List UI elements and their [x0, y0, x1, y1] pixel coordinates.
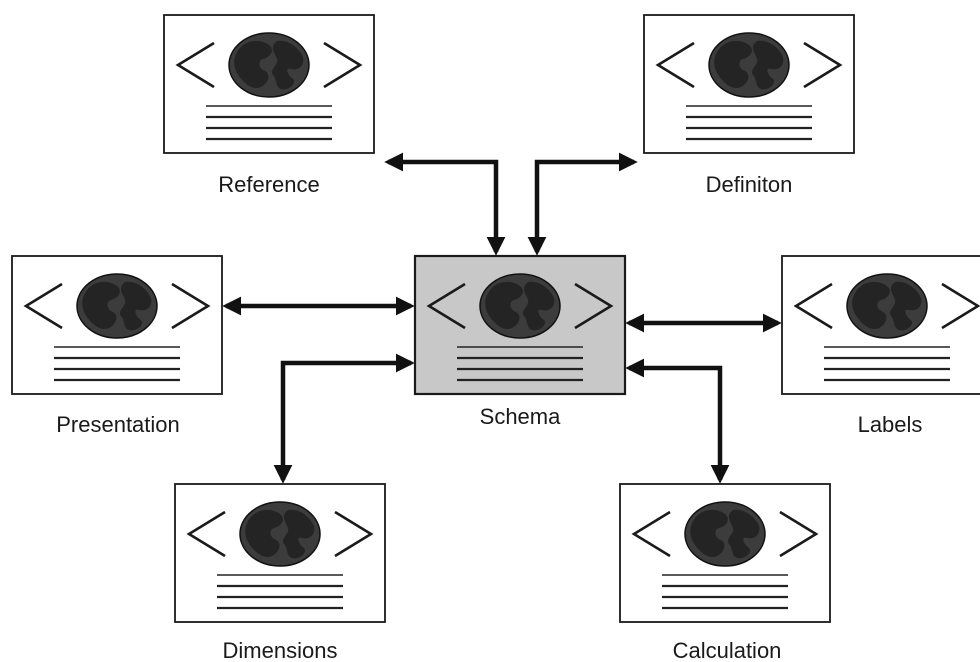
- left-bracket-icon: [631, 510, 671, 558]
- right-bracket-icon: [779, 510, 819, 558]
- text-lines-icon: [824, 346, 950, 382]
- reference-schema-arrow: [384, 152, 506, 256]
- globe-icon: [708, 32, 790, 98]
- left-bracket-icon: [426, 282, 466, 330]
- dimensions-label: Dimensions: [222, 638, 338, 662]
- globe-icon: [76, 273, 158, 339]
- right-bracket-icon: [941, 282, 980, 330]
- edges-layer: [222, 152, 782, 484]
- calculation-schema-arrow: [625, 358, 730, 484]
- presentation-label: Presentation: [56, 412, 180, 437]
- labels-label: Labels: [857, 412, 923, 437]
- right-bracket-icon: [334, 510, 374, 558]
- right-bracket-icon: [171, 282, 211, 330]
- text-lines-icon: [54, 346, 180, 382]
- globe-icon: [846, 273, 928, 339]
- reference-document-card: [163, 14, 375, 154]
- schema-label: Schema: [479, 404, 561, 429]
- left-bracket-icon: [23, 282, 63, 330]
- globe-icon: [228, 32, 310, 98]
- globe-icon: [479, 273, 561, 339]
- globe-icon: [684, 501, 766, 567]
- calculation-label: Calculation: [672, 638, 782, 662]
- text-lines-icon: [217, 574, 343, 610]
- dimensions-schema-arrow: [273, 353, 415, 484]
- calculation-document-card: [619, 483, 831, 623]
- reference-label: Reference: [218, 172, 320, 197]
- text-lines-icon: [686, 105, 812, 141]
- right-bracket-icon: [803, 41, 843, 89]
- labels-document-card: [781, 255, 980, 395]
- text-lines-icon: [206, 105, 332, 141]
- right-bracket-icon: [323, 41, 363, 89]
- definition-schema-arrow: [527, 152, 638, 256]
- definition-document-card: [643, 14, 855, 154]
- text-lines-icon: [662, 574, 788, 610]
- globe-icon: [239, 501, 321, 567]
- definition-label: Definiton: [705, 172, 793, 197]
- left-bracket-icon: [655, 41, 695, 89]
- left-bracket-icon: [793, 282, 833, 330]
- presentation-document-card: [11, 255, 223, 395]
- dimensions-document-card: [174, 483, 386, 623]
- right-bracket-icon: [574, 282, 614, 330]
- cards-layer: [11, 14, 980, 623]
- schema-document-card: [413, 254, 627, 396]
- left-bracket-icon: [175, 41, 215, 89]
- text-lines-icon: [457, 346, 583, 382]
- left-bracket-icon: [186, 510, 226, 558]
